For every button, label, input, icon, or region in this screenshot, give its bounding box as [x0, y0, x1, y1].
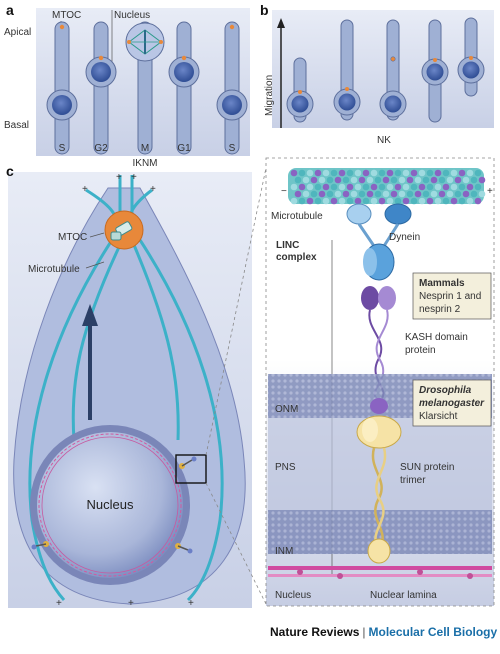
- cell-g1: [168, 21, 200, 155]
- kash-label-line2: protein: [405, 345, 436, 356]
- migration-axis-arrowhead: [277, 18, 285, 28]
- mtoc-leader-c: [89, 232, 105, 238]
- kash-label-line1: KASH domain: [405, 332, 468, 343]
- journal-name: Nature Reviews: [270, 625, 360, 639]
- cell-s-1: [46, 21, 78, 155]
- cell-m: [125, 21, 165, 155]
- minus-end-label: −: [281, 186, 287, 197]
- plus-end: +: [82, 184, 88, 195]
- footer-separator: |: [362, 625, 366, 639]
- microtubule-label-c: Microtubule: [28, 264, 80, 275]
- nucleus-label-detail: Nucleus: [275, 590, 311, 601]
- apical-label: Apical: [4, 27, 31, 38]
- nuclear-lamina-label: Nuclear lamina: [370, 590, 437, 601]
- plus-end: +: [116, 172, 122, 183]
- panel-a-letter: a: [6, 2, 14, 18]
- dynein-label: Dynein: [389, 232, 420, 243]
- cell-s-2: [216, 21, 248, 155]
- panel-a: a Apical Basal MTOC Nucleus: [4, 2, 250, 169]
- mammals-line2: nesprin 2: [419, 304, 461, 315]
- journal-section: Molecular Cell Biology: [368, 625, 498, 639]
- inm-label: INM: [275, 546, 293, 557]
- mammals-callout: Mammals Nesprin 1 and nesprin 2: [412, 272, 492, 320]
- plus-end: +: [128, 598, 134, 609]
- mtoc-label-c: MTOC: [58, 232, 87, 243]
- phase-label: G2: [94, 143, 108, 154]
- zoom-guide-bottom: [205, 482, 267, 605]
- nk-cell-4: [421, 19, 449, 123]
- onm-label: ONM: [275, 404, 298, 415]
- linc-detail: − + Microtubule Dynein LINC complex Mamm…: [265, 157, 495, 607]
- phase-label: S: [229, 143, 236, 154]
- phase-label: M: [141, 143, 149, 154]
- panel-b-letter: b: [260, 2, 269, 18]
- basal-label: Basal: [4, 120, 29, 131]
- plus-end: +: [131, 172, 137, 183]
- panel-b: b Migration: [260, 2, 494, 146]
- nucleus-c: [30, 425, 190, 585]
- sun-label-line1: SUN protein: [400, 462, 454, 473]
- mtoc-centrosome: [104, 210, 144, 250]
- nucleus-label-c: Nucleus: [87, 497, 134, 512]
- journal-footer: Nature Reviews|Molecular Cell Biology: [270, 625, 497, 639]
- phase-label: S: [59, 143, 66, 154]
- linc-symbols: [31, 456, 197, 554]
- cell-g2: [85, 21, 117, 155]
- nk-cell-2: [333, 19, 361, 121]
- droso-line2: melanogaster: [419, 398, 485, 409]
- migration-axis-label: Migration: [264, 75, 275, 116]
- mtoc-label-a: MTOC: [52, 10, 81, 21]
- mammals-title: Mammals: [419, 278, 465, 289]
- microtubule-lattice: [288, 168, 486, 205]
- pns-label: PNS: [275, 462, 296, 473]
- zoom-box: [175, 454, 207, 484]
- linc-label-line2: complex: [276, 252, 317, 263]
- plus-end-label: +: [487, 186, 493, 197]
- droso-line3: Klarsicht: [419, 411, 458, 422]
- sun-trimer: [356, 415, 402, 564]
- nuclear-lamina: [268, 566, 492, 579]
- nk-cell-5: [457, 17, 485, 97]
- sun-label-line2: trimer: [400, 475, 426, 486]
- zoom-guide-top: [205, 167, 267, 456]
- mammals-line1: Nesprin 1 and: [419, 291, 481, 302]
- panel-c-letter: c: [6, 163, 14, 179]
- nucleus-label-a: Nucleus: [114, 10, 150, 21]
- linc-label-line1: LINC: [276, 240, 299, 251]
- nk-cell-3: [379, 19, 407, 121]
- droso-callout: Drosophila melanogaster Klarsicht: [412, 379, 492, 427]
- microtubules: [28, 175, 224, 602]
- phase-label: G1: [177, 143, 191, 154]
- iknm-axis-title: IKNM: [133, 158, 158, 169]
- panel-c: c + + + + + + + MTOC Microtubule: [6, 163, 267, 609]
- droso-line1: Drosophila: [419, 385, 472, 396]
- plus-end: +: [56, 598, 62, 609]
- nk-label: NK: [377, 135, 391, 146]
- dynein-motor: [346, 203, 412, 281]
- microtubule-label-detail: Microtubule: [271, 211, 323, 222]
- kash-domain: [370, 398, 388, 414]
- microtubule-leader-c: [85, 261, 105, 269]
- nk-cell-1: [286, 57, 314, 123]
- plus-end: +: [150, 184, 156, 195]
- plus-end: +: [188, 598, 194, 609]
- migration-arrowhead: [82, 304, 98, 326]
